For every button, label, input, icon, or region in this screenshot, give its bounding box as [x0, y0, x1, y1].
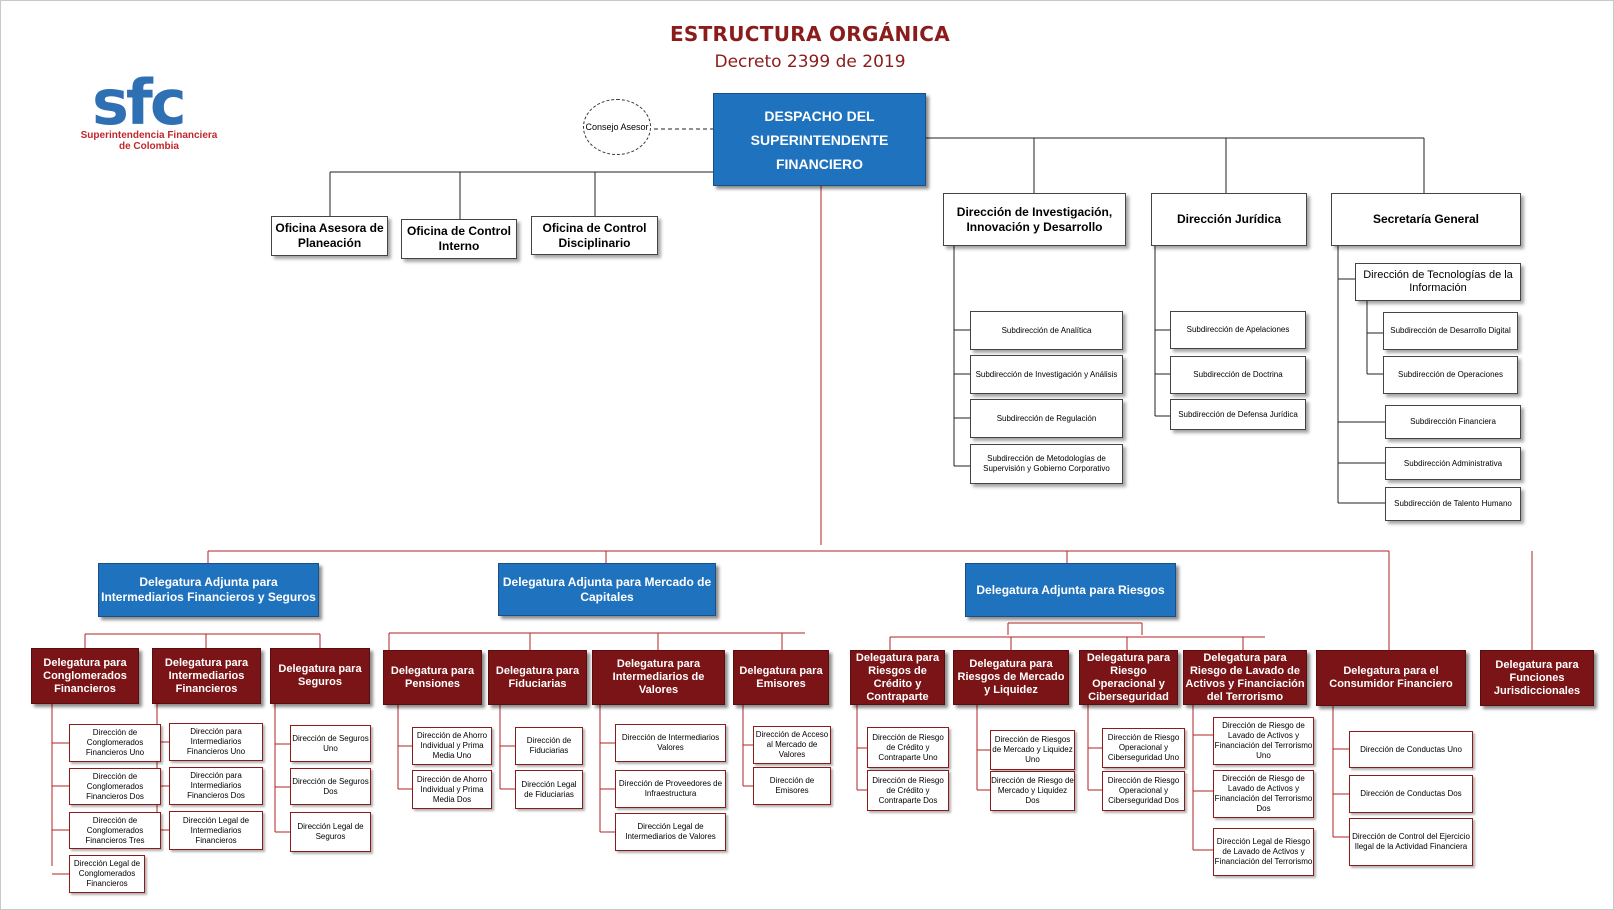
dir-emisores: Dirección de Emisores — [753, 767, 831, 805]
sfc-logo: sfc Superintendencia Financiera de Colom… — [74, 68, 224, 156]
dir-intermediarios-dos: Dirección para Intermediarios Financiero… — [169, 767, 263, 805]
dir-legal-fiduciarias: Dirección Legal de Fiduciarias — [515, 770, 583, 809]
delegatura-consumidor: Delegatura para el Consumidor Financiero — [1316, 650, 1466, 706]
page-title: ESTRUCTURA ORGÁNICA — [669, 22, 951, 46]
oficina-planeacion: Oficina Asesora de Planeación — [271, 216, 388, 256]
dir-acceso-mercado: Dirección de Acceso al Mercado de Valore… — [753, 726, 831, 764]
delegatura-mercado-liquidez: Delegatura para Riesgos de Mercado y Liq… — [953, 650, 1069, 705]
dir-conductas-uno: Dirección de Conductas Uno — [1349, 731, 1473, 768]
delegatura-intermediarios-valores: Delegatura para Intermediarios de Valore… — [592, 650, 725, 705]
delegatura-seguros: Delegatura para Seguros — [270, 648, 370, 704]
delegatura-jurisdiccionales: Delegatura para Funciones Jurisdiccional… — [1480, 650, 1594, 706]
oficina-control-disciplinario: Oficina de Control Disciplinario — [531, 216, 658, 255]
logo-line-1: Superintendencia Financiera — [80, 130, 218, 141]
dir-conglomerados-tres: Dirección de Conglomerados Financieros T… — [69, 812, 161, 849]
logo-letters: sfc — [92, 66, 187, 139]
dir-lavado-uno: Dirección de Riesgo de Lavado de Activos… — [1213, 717, 1314, 765]
delegatura-emisores: Delegatura para Emisores — [733, 650, 829, 705]
dir-legal-conglomerados: Dirección Legal de Conglomerados Financi… — [69, 855, 145, 893]
oficina-control-interno: Oficina de Control Interno — [401, 219, 517, 259]
despacho-node: DESPACHO DEL SUPERINTENDENTE FINANCIERO — [713, 93, 926, 186]
chart-header: ESTRUCTURA ORGÁNICA Decreto 2399 de 2019 — [620, 22, 1000, 72]
sub-defensa-juridica: Subdirección de Defensa Jurídica — [1170, 399, 1306, 430]
delegatura-fiduciarias: Delegatura para Fiduciarias — [488, 650, 587, 705]
dir-seguros-uno: Dirección de Seguros Uno — [290, 725, 371, 762]
direccion-juridica: Dirección Jurídica — [1151, 193, 1307, 246]
dir-intermediarios-valores: Dirección de Intermediarios Valores — [615, 724, 726, 762]
sub-financiera: Subdirección Financiera — [1385, 405, 1521, 439]
delegatura-pensiones: Delegatura para Pensiones — [383, 650, 482, 705]
dir-lavado-dos: Dirección de Riesgo de Lavado de Activos… — [1213, 770, 1314, 818]
sub-apelaciones: Subdirección de Apelaciones — [1170, 311, 1306, 349]
dir-intermediarios-uno: Dirección para Intermediarios Financiero… — [169, 723, 263, 761]
dir-operacional-uno: Dirección de Riesgo Operacional y Cibers… — [1102, 728, 1185, 768]
sub-metodologias: Subdirección de Metodologías de Supervis… — [970, 444, 1123, 484]
dir-ahorro-uno: Dirección de Ahorro Individual y Prima M… — [412, 727, 492, 765]
adjunta-intermediarios: Delegatura Adjunta para Intermediarios F… — [98, 563, 319, 617]
dir-conductas-dos: Dirección de Conductas Dos — [1349, 775, 1473, 813]
logo-line-2: de Colombia — [118, 141, 179, 152]
dir-fiduciarias: Dirección de Fiduciarias — [515, 727, 583, 765]
dir-operacional-dos: Dirección de Riesgo Operacional y Cibers… — [1102, 771, 1185, 811]
dir-mercado-liquidez-dos: Dirección de Riesgo de Mercado y Liquide… — [990, 771, 1075, 811]
sub-regulacion: Subdirección de Regulación — [970, 399, 1123, 438]
sub-desarrollo-digital: Subdirección de Desarrollo Digital — [1383, 312, 1518, 350]
dir-ahorro-dos: Dirección de Ahorro Individual y Prima M… — [412, 770, 492, 809]
adjunta-riesgos: Delegatura Adjunta para Riesgos — [965, 563, 1176, 617]
direccion-tecnologias: Dirección de Tecnologías de la Informaci… — [1355, 263, 1521, 301]
dir-credito-dos: Dirección de Riesgo de Crédito y Contrap… — [867, 770, 949, 811]
dir-seguros-dos: Dirección de Seguros Dos — [290, 768, 371, 805]
delegatura-lavado: Delegatura para Riesgo de Lavado de Acti… — [1183, 650, 1307, 705]
dir-credito-uno: Dirección de Riesgo de Crédito y Contrap… — [867, 727, 949, 768]
despacho-label: DESPACHO DEL SUPERINTENDENTE FINANCIERO — [750, 107, 889, 172]
dir-legal-intermediarios: Dirección Legal de Intermediarios Financ… — [169, 811, 263, 850]
adjunta-mercado: Delegatura Adjunta para Mercado de Capit… — [498, 563, 716, 616]
sub-talento-humano: Subdirección de Talento Humano — [1385, 487, 1521, 521]
sub-analitica: Subdirección de Analítica — [970, 311, 1123, 350]
dir-conglomerados-dos: Dirección de Conglomerados Financieros D… — [69, 768, 161, 805]
consejo-asesor-node: Consejo Asesor — [583, 99, 651, 155]
dir-proveedores-infraestructura: Dirección de Proveedores de Infraestruct… — [615, 770, 726, 808]
delegatura-conglomerados: Delegatura para Conglomerados Financiero… — [31, 648, 139, 704]
delegatura-credito: Delegatura para Riesgos de Crédito y Con… — [850, 650, 945, 705]
dir-legal-lavado: Dirección Legal de Riesgo de Lavado de A… — [1213, 828, 1314, 876]
sub-administrativa: Subdirección Administrativa — [1385, 447, 1521, 480]
sub-investigacion-analisis: Subdirección de Investigación y Análisis — [970, 355, 1123, 394]
sub-doctrina: Subdirección de Doctrina — [1170, 356, 1306, 394]
secretaria-general: Secretaría General — [1331, 193, 1521, 246]
direccion-investigacion: Dirección de Investigación, Innovación y… — [943, 193, 1126, 246]
dir-control-ejercicio-ilegal: Dirección de Control del Ejercicio Ilega… — [1349, 818, 1473, 866]
dir-mercado-liquidez-uno: Dirección de Riesgos de Mercado y Liquid… — [990, 730, 1075, 770]
dir-legal-intermediarios-valores: Dirección Legal de Intermediarios de Val… — [615, 813, 726, 851]
delegatura-operacional: Delegatura para Riesgo Operacional y Cib… — [1079, 650, 1178, 705]
page-subtitle: Decreto 2399 de 2019 — [714, 52, 906, 72]
dir-legal-seguros: Dirección Legal de Seguros — [290, 812, 371, 852]
delegatura-intermediarios: Delegatura para Intermediarios Financier… — [152, 648, 261, 704]
sub-operaciones: Subdirección de Operaciones — [1383, 356, 1518, 394]
dir-conglomerados-uno: Dirección de Conglomerados Financieros U… — [69, 724, 161, 762]
